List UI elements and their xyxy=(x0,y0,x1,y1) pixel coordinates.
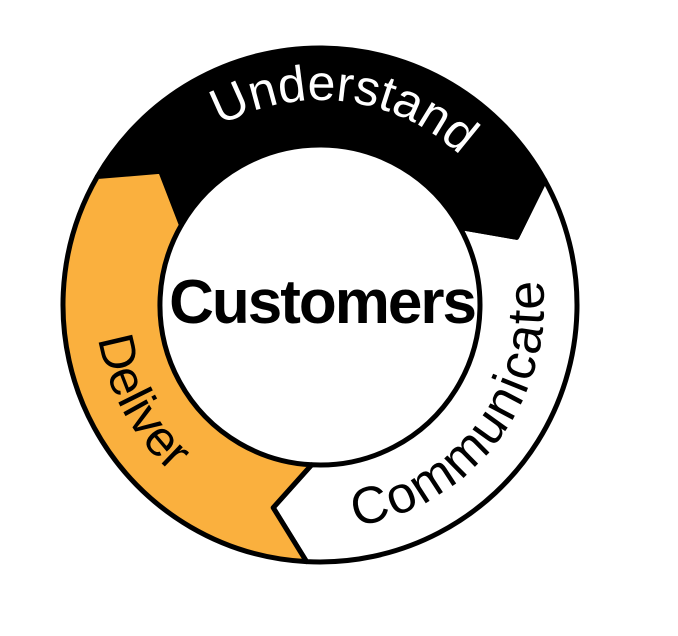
segment-deliver xyxy=(60,168,315,565)
segment-communicate xyxy=(270,177,580,565)
center-label: Customers xyxy=(169,268,475,337)
segment-understand xyxy=(94,45,548,240)
cycle-ring xyxy=(60,45,580,565)
